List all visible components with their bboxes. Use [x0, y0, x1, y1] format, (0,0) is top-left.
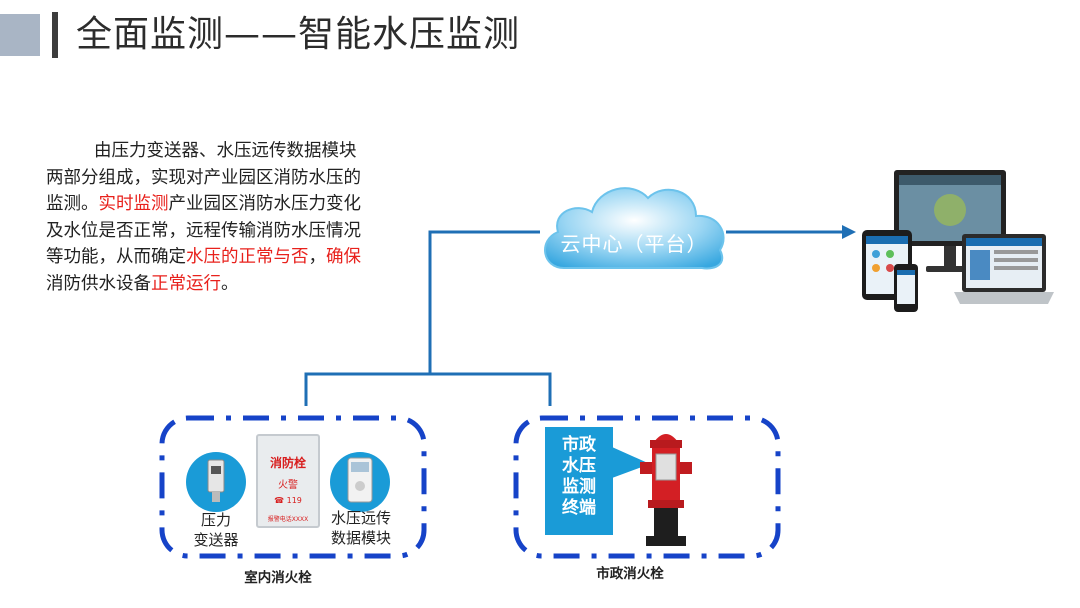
description-segment: 确保	[326, 247, 361, 267]
description-segment: 实时监测	[98, 194, 169, 214]
terminal-line-1: 市政	[562, 435, 596, 455]
pressure-transmitter-icon	[186, 452, 246, 512]
cabinet-fire-alarm: 火警	[278, 480, 298, 491]
cloud-icon	[544, 187, 725, 270]
fire-hydrant-icon	[640, 434, 692, 546]
cloud-trunk-line	[428, 230, 540, 374]
indoor-group-border	[159, 415, 427, 559]
data-module-icon	[330, 452, 390, 512]
municipal-group-label: 市政消火栓	[596, 566, 664, 582]
description-segment: 产业园区消防水压力变化及水位是否正常，远程传输消防水压情况等功能，从而确定	[46, 194, 361, 267]
description-segment: 正常运行	[151, 273, 221, 294]
terminal-pointer	[612, 447, 650, 478]
data-module-label-line2: 数据模块	[330, 529, 391, 547]
title-decoration-bar	[52, 12, 58, 58]
hydrant-cabinet: 消防栓 火警 ☎ 119 报警电话XXXX	[256, 434, 320, 528]
municipal-terminal: 市政 水压 监测 终端	[545, 427, 613, 535]
description-text: 由压力变送器、水压远传数据模块两部分组成，实现对产业园区消防水压的监测。实时监测…	[46, 138, 371, 297]
description-segment: 。	[221, 273, 239, 294]
terminal-line-4: 终端	[562, 498, 596, 518]
terminal-line-3: 监测	[562, 477, 596, 497]
municipal-group-border	[513, 415, 781, 559]
indoor-group-label: 室内消火栓	[244, 570, 312, 586]
arrow-right-icon	[842, 225, 856, 239]
description-segment: 消防供水设备	[46, 273, 151, 294]
terminal-line-2: 水压	[562, 456, 596, 476]
cabinet-title: 消防栓	[269, 456, 306, 470]
title-decoration-block	[0, 14, 40, 56]
data-module-label: 水压远传 数据模块	[318, 508, 404, 548]
branch-line	[304, 372, 552, 406]
cloud-label: 云中心（平台）	[560, 232, 708, 256]
pressure-transmitter-label-line2: 变送器	[193, 531, 239, 549]
cabinet-hotline: 报警电话XXXX	[267, 516, 309, 523]
data-module-label-line1: 水压远传	[330, 509, 391, 527]
description-segment: 由压力变送器、水压远传数据模块两部分组成，实现对产业园区消防水压的监测。	[46, 141, 361, 214]
page-title: 全面监测——智能水压监测	[76, 14, 521, 55]
pressure-transmitter-label-line1: 压力	[200, 511, 231, 529]
pressure-transmitter-label: 压力 变送器	[180, 510, 252, 550]
description-segment: ，	[308, 247, 327, 267]
cabinet-phone: ☎ 119	[274, 496, 302, 505]
description-segment: 水压的正常与否	[186, 247, 309, 267]
devices-illustration	[862, 170, 1054, 312]
